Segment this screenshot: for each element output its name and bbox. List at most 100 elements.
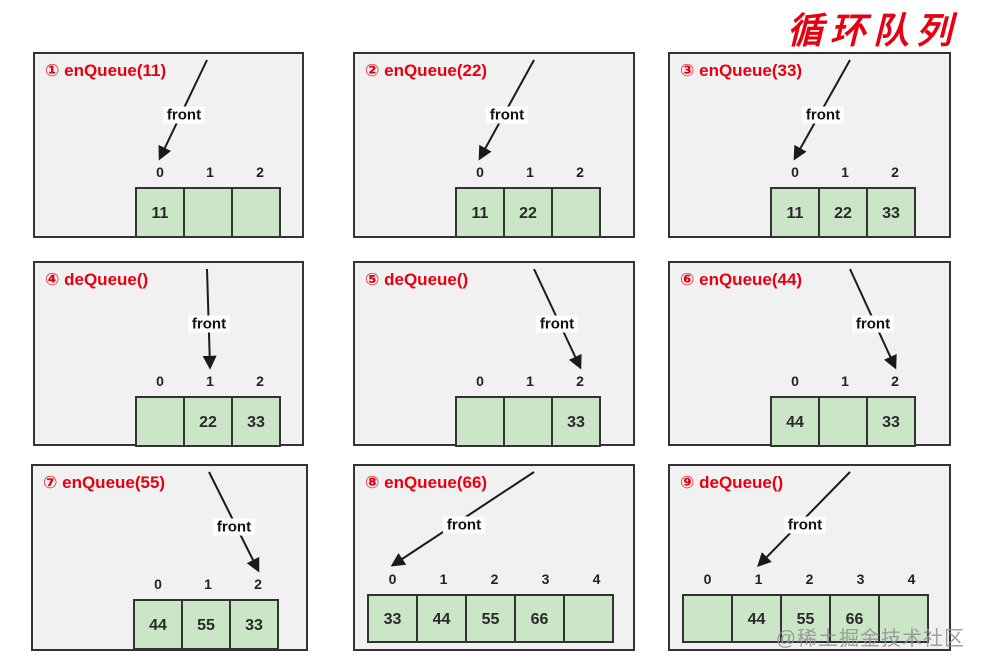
cell-row: 33 (455, 396, 601, 447)
index-row: 0 1 2 (770, 164, 920, 180)
front-pointer-label: front (212, 518, 256, 536)
cell-index-label: 1 (526, 373, 534, 389)
cell-index-label: 1 (754, 571, 763, 587)
cell-index-label: 0 (791, 373, 799, 389)
cell-index-label: 4 (907, 571, 916, 587)
cell-index-label: 1 (206, 373, 214, 389)
queue-cell (563, 594, 614, 643)
front-pointer-label: front (801, 106, 845, 124)
front-pointer-label: front (162, 106, 206, 124)
cell-index-label: 0 (388, 571, 397, 587)
queue-step-panel: ⑤ deQueue() front 0 1 2 33 (353, 261, 635, 447)
queue-cell: 33 (231, 396, 281, 447)
queue-cell (818, 396, 868, 447)
cell-index-label: 1 (841, 164, 849, 180)
cell-index-label: 2 (490, 571, 499, 587)
queue-cell: 33 (367, 594, 418, 643)
cell-index-label: 0 (703, 571, 712, 587)
cell-index-label: 0 (476, 373, 484, 389)
cell-index-label: 2 (576, 373, 584, 389)
panel-operation-title: ⑤ deQueue() (365, 270, 469, 289)
index-row: 0 1 2 3 4 (682, 571, 937, 587)
queue-cell: 55 (181, 599, 231, 650)
queue-cell: 22 (503, 187, 553, 238)
queue-cell (682, 594, 733, 643)
index-row: 0 1 2 (770, 373, 920, 389)
panel-operation-title: ④ deQueue() (45, 270, 149, 289)
cell-index-label: 0 (476, 164, 484, 180)
queue-cell (231, 187, 281, 238)
cell-index-label: 2 (891, 164, 899, 180)
cell-index-label: 1 (526, 164, 534, 180)
cell-row: 11 (135, 187, 281, 238)
cell-index-label: 3 (856, 571, 865, 587)
queue-cell: 44 (133, 599, 183, 650)
queue-cell: 55 (465, 594, 516, 643)
queue-cell (878, 594, 929, 643)
index-row: 0 1 2 (455, 373, 605, 389)
queue-cell (135, 396, 185, 447)
front-pointer-label: front (535, 315, 579, 333)
index-row: 0 1 2 (455, 164, 605, 180)
queue-cell: 33 (866, 187, 916, 238)
cell-index-label: 4 (592, 571, 601, 587)
watermark: @稀土掘金技术社区 (775, 628, 965, 650)
cell-index-label: 0 (156, 373, 164, 389)
panel-operation-title: ③ enQueue(33) (680, 61, 803, 80)
cell-index-label: 1 (204, 576, 212, 592)
panel-operation-title: ⑨ deQueue() (680, 473, 784, 492)
panel-operation-title: ① enQueue(11) (45, 61, 167, 80)
cell-index-label: 2 (254, 576, 262, 592)
cell-index-label: 2 (256, 373, 264, 389)
front-pointer-label: front (485, 106, 529, 124)
cell-index-label: 1 (841, 373, 849, 389)
queue-cell: 66 (514, 594, 565, 643)
queue-cell: 11 (770, 187, 820, 238)
queue-cell: 33 (551, 396, 601, 447)
page-title: 循环队列 (786, 10, 959, 52)
front-pointer-label: front (187, 315, 231, 333)
index-row: 0 1 2 (133, 576, 283, 592)
panel-operation-title: ⑧ enQueue(66) (365, 473, 488, 492)
queue-cell: 44 (731, 594, 782, 643)
cell-index-label: 0 (791, 164, 799, 180)
index-row: 0 1 2 3 4 (367, 571, 622, 587)
cell-index-label: 1 (439, 571, 448, 587)
queue-cell: 22 (818, 187, 868, 238)
cell-index-label: 2 (891, 373, 899, 389)
index-row: 0 1 2 (135, 373, 285, 389)
queue-cell (455, 396, 505, 447)
front-pointer-label: front (783, 516, 827, 534)
cell-index-label: 3 (541, 571, 550, 587)
queue-cell: 22 (183, 396, 233, 447)
panel-operation-title: ⑥ enQueue(44) (680, 270, 803, 289)
queue-cell: 44 (416, 594, 467, 643)
cell-index-label: 0 (156, 164, 164, 180)
queue-cell: 44 (770, 396, 820, 447)
front-pointer-label: front (851, 315, 895, 333)
queue-cell: 11 (135, 187, 185, 238)
panel-operation-title: ⑦ enQueue(55) (43, 473, 166, 492)
front-pointer-label: front (442, 516, 486, 534)
cell-index-label: 1 (206, 164, 214, 180)
panel-operation-title: ② enQueue(22) (365, 61, 488, 80)
cell-index-label: 2 (576, 164, 584, 180)
cell-index-label: 0 (154, 576, 162, 592)
cell-index-label: 2 (805, 571, 814, 587)
